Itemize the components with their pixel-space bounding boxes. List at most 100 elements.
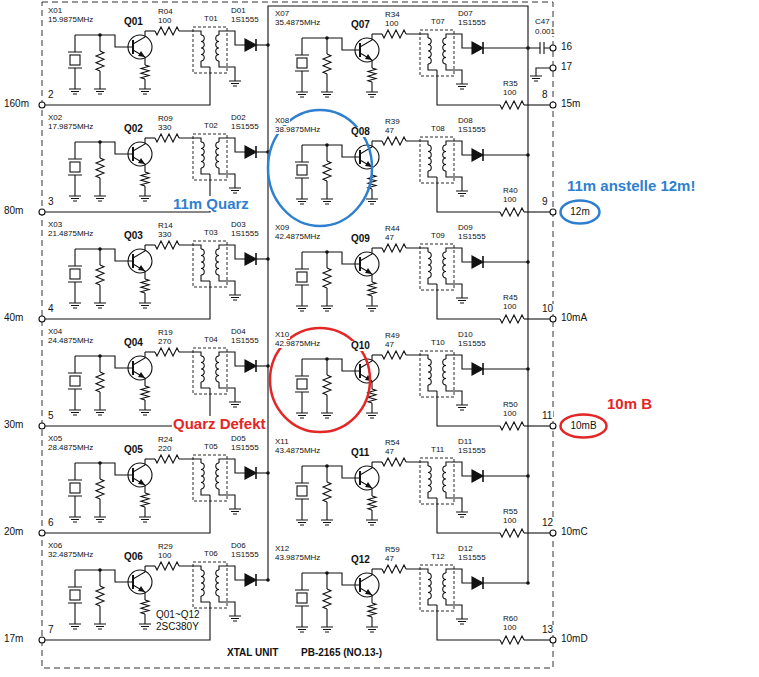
emitter-arrow [365, 482, 372, 488]
collector-wire [372, 33, 382, 34]
transformer-can [420, 458, 454, 504]
transformer-name: T11 [430, 446, 445, 454]
diode-symbol [472, 149, 483, 161]
supply-wire [428, 599, 437, 605]
resistor-name: R09 [157, 115, 174, 123]
bias-wire [99, 570, 100, 586]
resistor-name: R14 [157, 222, 174, 230]
resistor-symbol [96, 51, 104, 71]
transformer-can [193, 348, 227, 394]
ground-symbol [446, 64, 468, 89]
crystal-frequency: 43.4875MHz [274, 447, 321, 455]
resistor-name: R54 [384, 439, 401, 447]
resistor-symbol [96, 372, 104, 392]
resistor-symbol [382, 351, 406, 359]
diode-symbol [472, 42, 483, 54]
bias-wire [326, 359, 327, 375]
collector-wire [372, 568, 382, 569]
emitter-arrow [138, 372, 145, 378]
diode-type: 1S1555 [457, 554, 487, 562]
pin-number: 5 [47, 411, 55, 421]
crystal-symbol [68, 356, 82, 415]
ground-symbol [530, 68, 550, 81]
transistor-symbol [128, 249, 152, 273]
annotation-text: 10m B [606, 396, 653, 411]
diode-type: 1S1555 [230, 123, 260, 131]
bias-wire [99, 463, 100, 479]
emitter-arrow [138, 51, 145, 57]
collector-wire [179, 245, 201, 249]
resistor-symbol [368, 68, 376, 82]
transformer-can [420, 30, 454, 76]
resistor-symbol [96, 479, 104, 499]
output-wire [446, 34, 472, 48]
band-label: 30m [3, 420, 24, 430]
transistor-base [132, 361, 134, 375]
terminal-pin [550, 65, 556, 71]
resistor-name: R04 [157, 8, 174, 16]
resistor-symbol [382, 137, 406, 145]
transformer-can [420, 351, 454, 397]
ground-symbol [139, 293, 151, 308]
transistor-collector [360, 462, 372, 475]
junction-dot [98, 354, 102, 358]
transformer-name: T08 [430, 125, 446, 133]
ground-symbol [94, 178, 106, 201]
output-wire [219, 566, 245, 580]
emitter-arrow [365, 589, 372, 595]
diode-name: D10 [457, 331, 474, 339]
output-wire [446, 248, 472, 262]
supply-wire [45, 495, 210, 533]
transistor-symbol [128, 142, 152, 166]
supply-wire [45, 281, 210, 319]
pin-number: 10 [541, 304, 554, 314]
crystal-symbol [68, 570, 82, 629]
unit-number: PB-2165 (NO.13-) [300, 648, 383, 658]
crystal-body [70, 483, 80, 493]
diode-name: D06 [230, 542, 247, 550]
supply-wire [437, 70, 500, 105]
transistor-name: Q04 [123, 338, 144, 348]
crystal-symbol [295, 573, 309, 632]
pin-number: 13 [541, 625, 554, 635]
crystal-frequency: 35.4875MHz [274, 19, 321, 27]
base-wire [75, 570, 133, 582]
resistor-symbol [500, 636, 524, 644]
part-note: 2SC380Y [155, 622, 200, 632]
crystal-name: X02 [47, 114, 63, 122]
resistor-name: R35 [502, 80, 519, 88]
ground-symbol [94, 71, 106, 94]
band-label: 80m [3, 206, 24, 216]
ground-symbol [321, 502, 333, 525]
transistor-base [359, 364, 361, 378]
resistor-value: 47 [384, 555, 395, 563]
diode-name: D09 [457, 224, 474, 232]
resistor-symbol [155, 455, 179, 463]
supply-wire [201, 61, 210, 67]
transformer-name: T12 [430, 553, 446, 561]
diode-name: D08 [457, 117, 474, 125]
band-label: 10mD [560, 634, 589, 644]
supply-wire [437, 284, 500, 319]
ground-symbol [219, 275, 241, 300]
pin-number: 16 [560, 42, 573, 52]
transistor-emitter [360, 588, 372, 603]
ground-symbol [446, 385, 468, 410]
supply-wire [437, 177, 500, 212]
transistor-collector [133, 352, 145, 365]
transistor-collector [133, 138, 145, 151]
transformer-secondary [443, 38, 446, 64]
transistor-base [359, 471, 361, 485]
emitter-arrow [365, 268, 372, 274]
crystal-name: X06 [47, 542, 63, 550]
terminal-label: 10mB [559, 421, 608, 431]
bias-wire [99, 142, 100, 158]
transformer-primary [428, 573, 431, 599]
resistor-symbol [155, 562, 179, 570]
resistor-value: 100 [384, 20, 399, 28]
ground-symbol [321, 181, 333, 204]
terminal-pin [550, 637, 556, 643]
ground-symbol [366, 403, 378, 418]
transformer-secondary [443, 359, 446, 385]
